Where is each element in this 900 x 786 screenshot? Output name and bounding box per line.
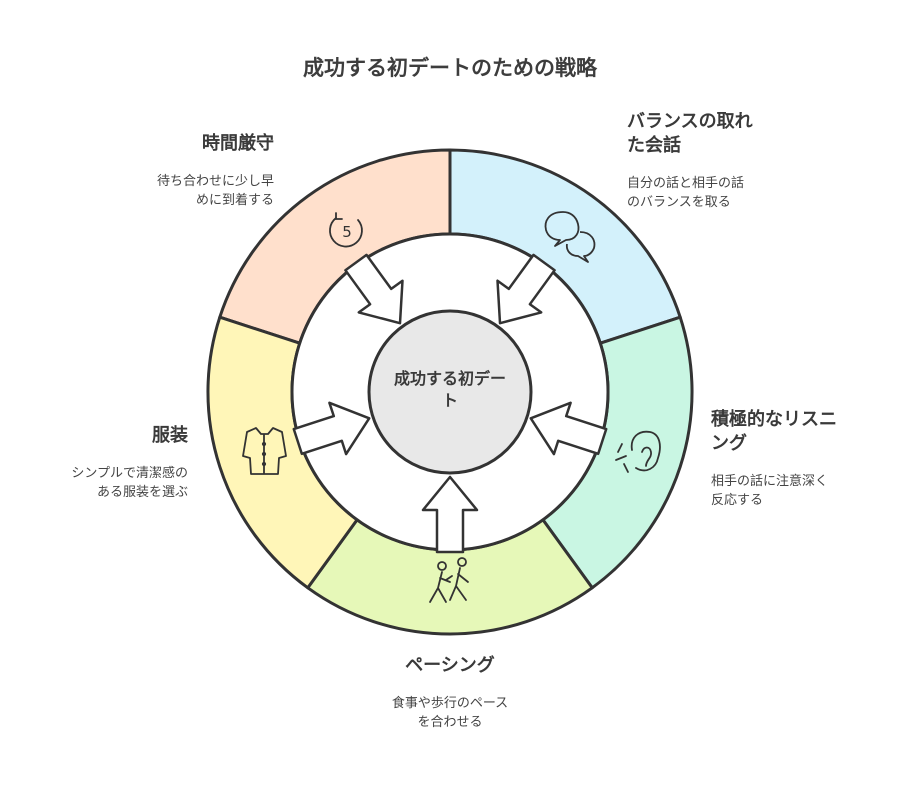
listening-title: 積極的なリスニ ング [711, 408, 837, 456]
arrow-balanced [496, 253, 556, 325]
clothing-desc: シンプルで清潔感の ある服装を選ぶ [71, 464, 188, 502]
arrow-clothing [292, 401, 371, 456]
balanced-desc: 自分の話と相手の話 のバランスを取る [627, 174, 753, 212]
label-punctuality: 時間厳守 待ち合わせに少し早 めに到着する [157, 132, 274, 210]
balanced-title: バランスの取れ た会話 [627, 110, 753, 158]
listening-desc-line1: 相手の話に注意深く [711, 474, 829, 489]
punctuality-desc-line1: 待ち合わせに少し早 [156, 174, 274, 189]
arrow-listening [529, 401, 608, 456]
label-active-listening: 積極的なリスニ ング 相手の話に注意深く 反応する [711, 408, 837, 510]
arrow-pacing [421, 475, 479, 554]
center-label-line2: ト [441, 391, 458, 410]
speech-bubbles-icon [544, 211, 596, 263]
label-pacing: ペーシング 食事や歩行のペース を合わせる [350, 654, 550, 732]
ear-icon [615, 430, 661, 473]
clothing-title: 服装 [152, 425, 188, 446]
balanced-desc-line2: のバランスを取る [627, 195, 731, 210]
svg-text:5: 5 [342, 223, 352, 241]
clothing-desc-line1: シンプルで清潔感の [71, 466, 188, 481]
shirt-icon [242, 427, 287, 475]
balanced-desc-line1: 自分の話と相手の話 [627, 176, 745, 191]
center-label-line1: 成功する初デー [393, 369, 506, 388]
pacing-desc: 食事や歩行のペース を合わせる [350, 694, 550, 732]
punctuality-desc-line2: めに到着する [195, 193, 274, 208]
listening-desc-line2: 反応する [711, 493, 764, 508]
punctuality-title: 時間厳守 [202, 133, 274, 154]
listening-desc: 相手の話に注意深く 反応する [711, 472, 837, 510]
label-clothing: 服装 シンプルで清潔感の ある服装を選ぶ [71, 424, 188, 502]
arrow-punctuality [344, 253, 404, 325]
clock-5-icon: 5 [329, 212, 363, 248]
punctuality-desc: 待ち合わせに少し早 めに到着する [157, 172, 274, 210]
pacing-desc-line2: を合わせる [417, 715, 483, 730]
pacing-title: ペーシング [405, 655, 495, 676]
center-circle [367, 309, 533, 475]
balanced-title-line2: た会話 [627, 135, 681, 156]
label-balanced-conversation: バランスの取れ た会話 自分の話と相手の話 のバランスを取る [627, 110, 753, 212]
diagram-title: 成功する初デートのための戦略 [303, 56, 597, 80]
clothing-desc-line2: ある服装を選ぶ [96, 485, 188, 500]
balanced-title-line1: バランスの取れ [627, 111, 753, 132]
listening-title-line1: 積極的なリスニ [711, 409, 837, 430]
walking-couple-icon [429, 557, 469, 603]
center-label: 成功する初デー ト [372, 368, 528, 412]
pacing-desc-line1: 食事や歩行のペース [391, 696, 509, 711]
listening-title-line2: ング [711, 433, 747, 454]
